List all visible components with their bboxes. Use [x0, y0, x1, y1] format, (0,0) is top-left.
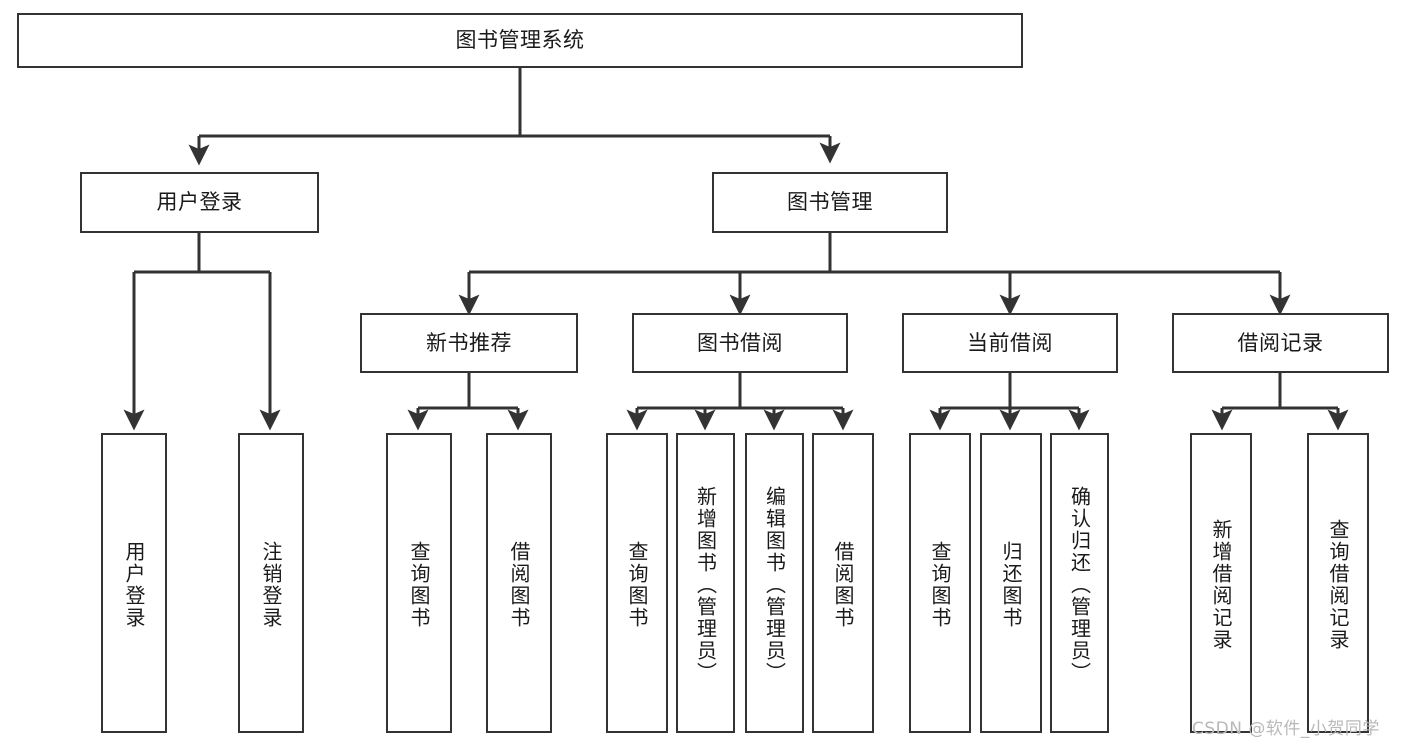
node-leaf-edit-book-label: 编辑图书（管理员） [762, 486, 787, 684]
watermark: CSDN @软件_小贺同学 [1192, 719, 1380, 739]
node-leaf-borrow-book-2[interactable]: 借阅图书 [812, 433, 874, 733]
node-leaf-borrow-book-2-label: 借阅图书 [831, 541, 855, 629]
node-leaf-query-book-2-label: 查询图书 [625, 541, 649, 629]
node-leaf-query-book-1-label: 查询图书 [407, 541, 431, 629]
node-leaf-add-record-label: 新增借阅记录 [1209, 519, 1233, 651]
node-current-borrow-label: 当前借阅 [967, 330, 1053, 355]
node-leaf-add-book[interactable]: 新增图书（管理员） [676, 433, 735, 733]
node-leaf-borrow-book-1[interactable]: 借阅图书 [486, 433, 552, 733]
node-book-manage[interactable]: 图书管理 [712, 172, 948, 233]
node-current-borrow[interactable]: 当前借阅 [902, 313, 1118, 373]
node-book-borrow[interactable]: 图书借阅 [632, 313, 848, 373]
node-borrow-record-label: 借阅记录 [1237, 330, 1324, 355]
node-leaf-query-record[interactable]: 查询借阅记录 [1307, 433, 1369, 733]
node-borrow-record[interactable]: 借阅记录 [1172, 313, 1389, 373]
node-leaf-add-book-label: 新增图书（管理员） [693, 486, 718, 684]
node-new-book-recommend[interactable]: 新书推荐 [360, 313, 578, 373]
node-book-manage-label: 图书管理 [787, 190, 873, 215]
node-leaf-return-book-label: 归还图书 [999, 541, 1023, 629]
node-root[interactable]: 图书管理系统 [17, 13, 1023, 68]
node-user-login-label: 用户登录 [156, 190, 243, 215]
node-root-label: 图书管理系统 [455, 28, 585, 53]
node-leaf-query-record-label: 查询借阅记录 [1326, 519, 1350, 651]
node-leaf-query-book-3[interactable]: 查询图书 [909, 433, 971, 733]
node-user-login[interactable]: 用户登录 [80, 172, 319, 233]
node-leaf-add-record[interactable]: 新增借阅记录 [1190, 433, 1252, 733]
node-leaf-logout[interactable]: 注销登录 [238, 433, 304, 733]
node-leaf-edit-book[interactable]: 编辑图书（管理员） [745, 433, 804, 733]
node-leaf-confirm-return[interactable]: 确认归还（管理员） [1050, 433, 1109, 733]
node-leaf-confirm-return-label: 确认归还（管理员） [1067, 486, 1092, 684]
node-new-book-recommend-label: 新书推荐 [426, 330, 512, 355]
node-leaf-borrow-book-1-label: 借阅图书 [507, 541, 531, 629]
node-leaf-query-book-2[interactable]: 查询图书 [606, 433, 668, 733]
node-leaf-query-book-1[interactable]: 查询图书 [386, 433, 452, 733]
node-leaf-user-login-label: 用户登录 [122, 541, 146, 629]
node-leaf-return-book[interactable]: 归还图书 [980, 433, 1042, 733]
node-leaf-query-book-3-label: 查询图书 [928, 541, 952, 629]
node-book-borrow-label: 图书借阅 [697, 330, 783, 355]
node-leaf-logout-label: 注销登录 [259, 541, 283, 629]
node-leaf-user-login[interactable]: 用户登录 [101, 433, 167, 733]
